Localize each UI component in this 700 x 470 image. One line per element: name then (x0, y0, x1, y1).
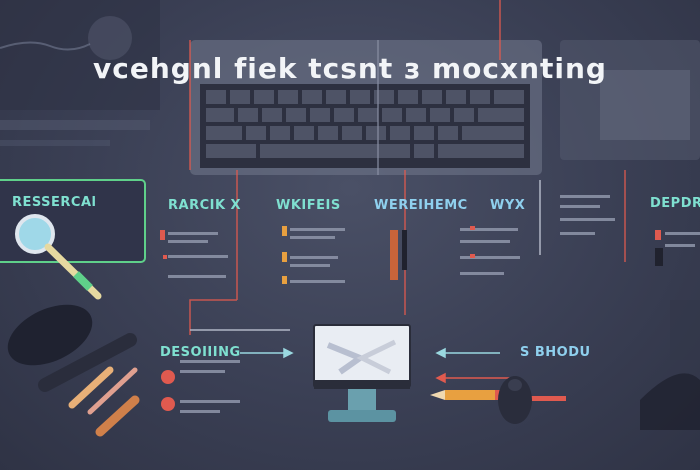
pencil-graphic (430, 390, 566, 401)
label-rarck: RARCIK X (168, 198, 242, 213)
top-right-panel (560, 40, 700, 160)
monitor-icon (313, 324, 411, 422)
mouse-shape (7, 304, 93, 366)
mouse-icon (498, 376, 532, 424)
pens-graphic (38, 333, 140, 437)
label-wyx: WYX (490, 198, 526, 213)
top-left-panel (0, 0, 160, 110)
page-title: vcehgnl fiek tcsnt з mocxnting (93, 52, 607, 85)
orange-bar (390, 230, 398, 280)
label-shodu: S BHODU (520, 345, 591, 360)
label-wereihemc: WEREIHEMC (374, 198, 468, 213)
label-research: RESSERCAl (12, 195, 97, 210)
label-wkifeis: WKIFEIS (276, 198, 341, 213)
label-depr: DEPDRA (650, 196, 700, 211)
label-design: DESOIIING (160, 345, 241, 360)
magnifier-icon (15, 214, 102, 300)
keyboard-graphic (190, 40, 542, 175)
